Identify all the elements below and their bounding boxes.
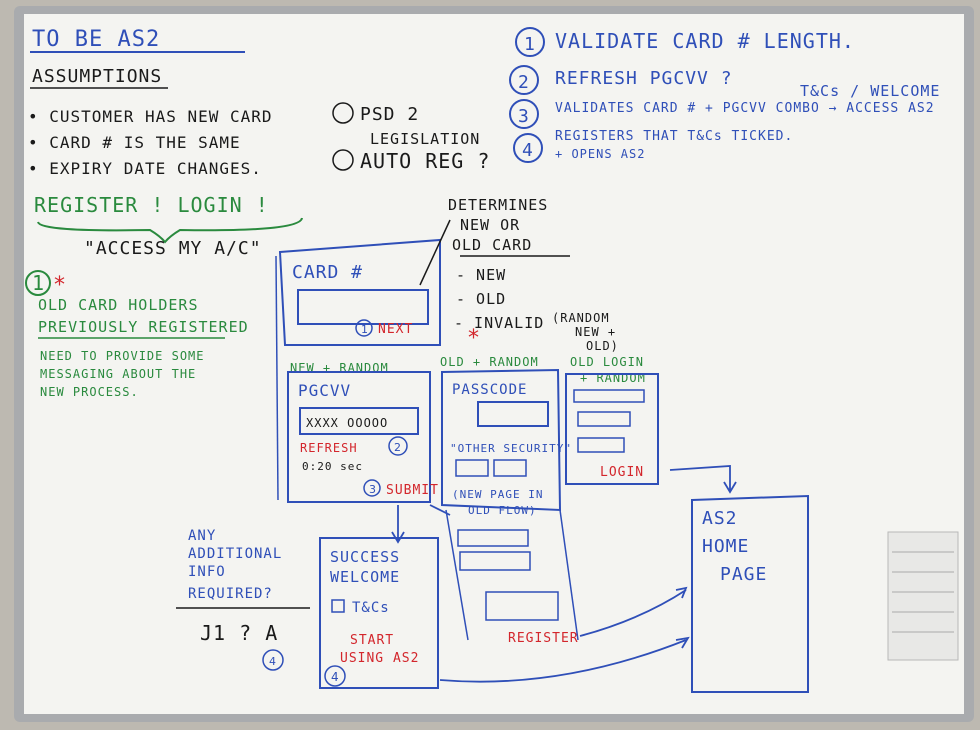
timer-label: 0:20 sec xyxy=(302,460,363,473)
random-note: (RANDOM xyxy=(552,311,610,325)
random-note: OLD) xyxy=(586,339,619,353)
svg-text:1: 1 xyxy=(524,34,536,55)
assumption-item: • CUSTOMER HAS NEW CARD xyxy=(28,107,273,126)
header-title: TO BE AS2 xyxy=(32,27,160,52)
old-holders-note: OLD CARD HOLDERS xyxy=(38,296,199,314)
success-title: SUCCESS xyxy=(330,548,400,566)
step-text: + OPENS AS2 xyxy=(555,147,645,161)
success-title: WELCOME xyxy=(330,568,400,586)
pgcvv-value: XXXX OOOOO xyxy=(306,416,388,430)
home-title: HOME xyxy=(702,536,749,557)
svg-text:*: * xyxy=(468,326,479,351)
option-invalid: - INVALID xyxy=(454,314,544,332)
additional-note: REQUIRED? xyxy=(188,586,273,602)
determines-label: OLD CARD xyxy=(452,236,532,254)
refresh-label: REFRESH xyxy=(300,441,358,455)
access-my-ac-note: "ACCESS MY A/C" xyxy=(84,238,262,259)
additional-note: ANY xyxy=(188,528,216,544)
col-login-label: OLD LOGIN xyxy=(570,355,644,369)
home-title: AS2 xyxy=(702,508,738,529)
step-text: VALIDATES CARD # + PGCVV COMBO → ACCESS … xyxy=(555,101,935,116)
submit-label: SUBMIT xyxy=(386,483,439,498)
flow-arrows xyxy=(391,465,737,683)
svg-text:1: 1 xyxy=(32,271,45,295)
determines-label: NEW OR xyxy=(460,216,520,234)
start-label: USING AS2 xyxy=(340,651,419,666)
login-label: LOGIN xyxy=(600,465,644,480)
old-holders-note: PREVIOUSLY REGISTERED xyxy=(38,318,249,336)
step-text: VALIDATE CARD # LENGTH. xyxy=(555,29,855,53)
success-screen: SUCCESS WELCOME T&Cs START USING AS2 4 xyxy=(319,537,439,689)
home-title: PAGE xyxy=(720,564,767,585)
assumptions-title: ASSUMPTIONS xyxy=(32,66,162,87)
additional-note: INFO xyxy=(188,564,226,580)
svg-text:3: 3 xyxy=(369,483,376,496)
svg-text:3: 3 xyxy=(518,106,530,127)
question-legislation: LEGISLATION xyxy=(370,130,480,148)
card-number-screen: CARD # 1 NEXT xyxy=(275,238,441,501)
step-text: T&Cs / WELCOME xyxy=(800,82,940,100)
svg-text:2: 2 xyxy=(518,72,530,93)
passcode-screen: PASSCODE "OTHER SECURITY" (NEW PAGE IN O… xyxy=(441,368,579,646)
passcode-title: PASSCODE xyxy=(452,382,527,398)
svg-text:4: 4 xyxy=(522,140,534,161)
other-security-label: "OTHER SECURITY" xyxy=(450,442,572,455)
determines-label: DETERMINES xyxy=(448,196,548,214)
svg-text:2: 2 xyxy=(394,441,401,454)
j1-note: J1 ? A xyxy=(200,621,278,645)
assumption-item: • CARD # IS THE SAME xyxy=(28,133,241,152)
old-login-screen: LOGIN xyxy=(565,373,659,485)
svg-text:*: * xyxy=(54,273,65,298)
option-new: - NEW xyxy=(456,266,506,284)
step-text: REGISTERS THAT T&Cs TICKED. xyxy=(555,129,793,144)
steps-list: 1 VALIDATE CARD # LENGTH. 2 REFRESH PGCV… xyxy=(509,27,940,163)
register-login-note: REGISTER ! LOGIN ! xyxy=(34,193,269,217)
marker-tray xyxy=(887,531,959,661)
messaging-note: NEW PROCESS. xyxy=(40,385,139,399)
tcs-label: T&Cs xyxy=(352,600,390,616)
svg-text:4: 4 xyxy=(331,670,339,684)
next-label: NEXT xyxy=(378,322,413,337)
start-label: START xyxy=(350,633,394,648)
col-old-label: OLD + RANDOM xyxy=(440,355,539,369)
assumption-item: • EXPIRY DATE CHANGES. xyxy=(28,159,262,178)
question-psd2: PSD 2 xyxy=(360,104,419,125)
pgcvv-screen: PGCVV XXXX OOOOO REFRESH 2 0:20 sec 3 SU… xyxy=(287,371,439,503)
step-text: REFRESH PGCVV ? xyxy=(555,68,733,89)
register-label: REGISTER xyxy=(508,631,579,646)
as2-home-screen: AS2 HOME PAGE xyxy=(691,494,809,693)
new-page-label: (NEW PAGE IN xyxy=(452,488,543,501)
option-old: - OLD xyxy=(456,290,506,308)
new-page-label: OLD FLOW) xyxy=(468,504,537,517)
svg-text:1: 1 xyxy=(361,323,368,336)
pgcvv-title: PGCVV xyxy=(298,381,351,400)
question-auto-reg: AUTO REG ? xyxy=(360,149,490,173)
messaging-note: NEED TO PROVIDE SOME xyxy=(40,349,205,363)
additional-note: ADDITIONAL xyxy=(188,546,282,562)
card-screen-title: CARD # xyxy=(292,262,363,283)
messaging-note: MESSAGING ABOUT THE xyxy=(40,367,196,381)
svg-text:4: 4 xyxy=(269,655,276,668)
random-note: NEW + xyxy=(575,325,616,339)
